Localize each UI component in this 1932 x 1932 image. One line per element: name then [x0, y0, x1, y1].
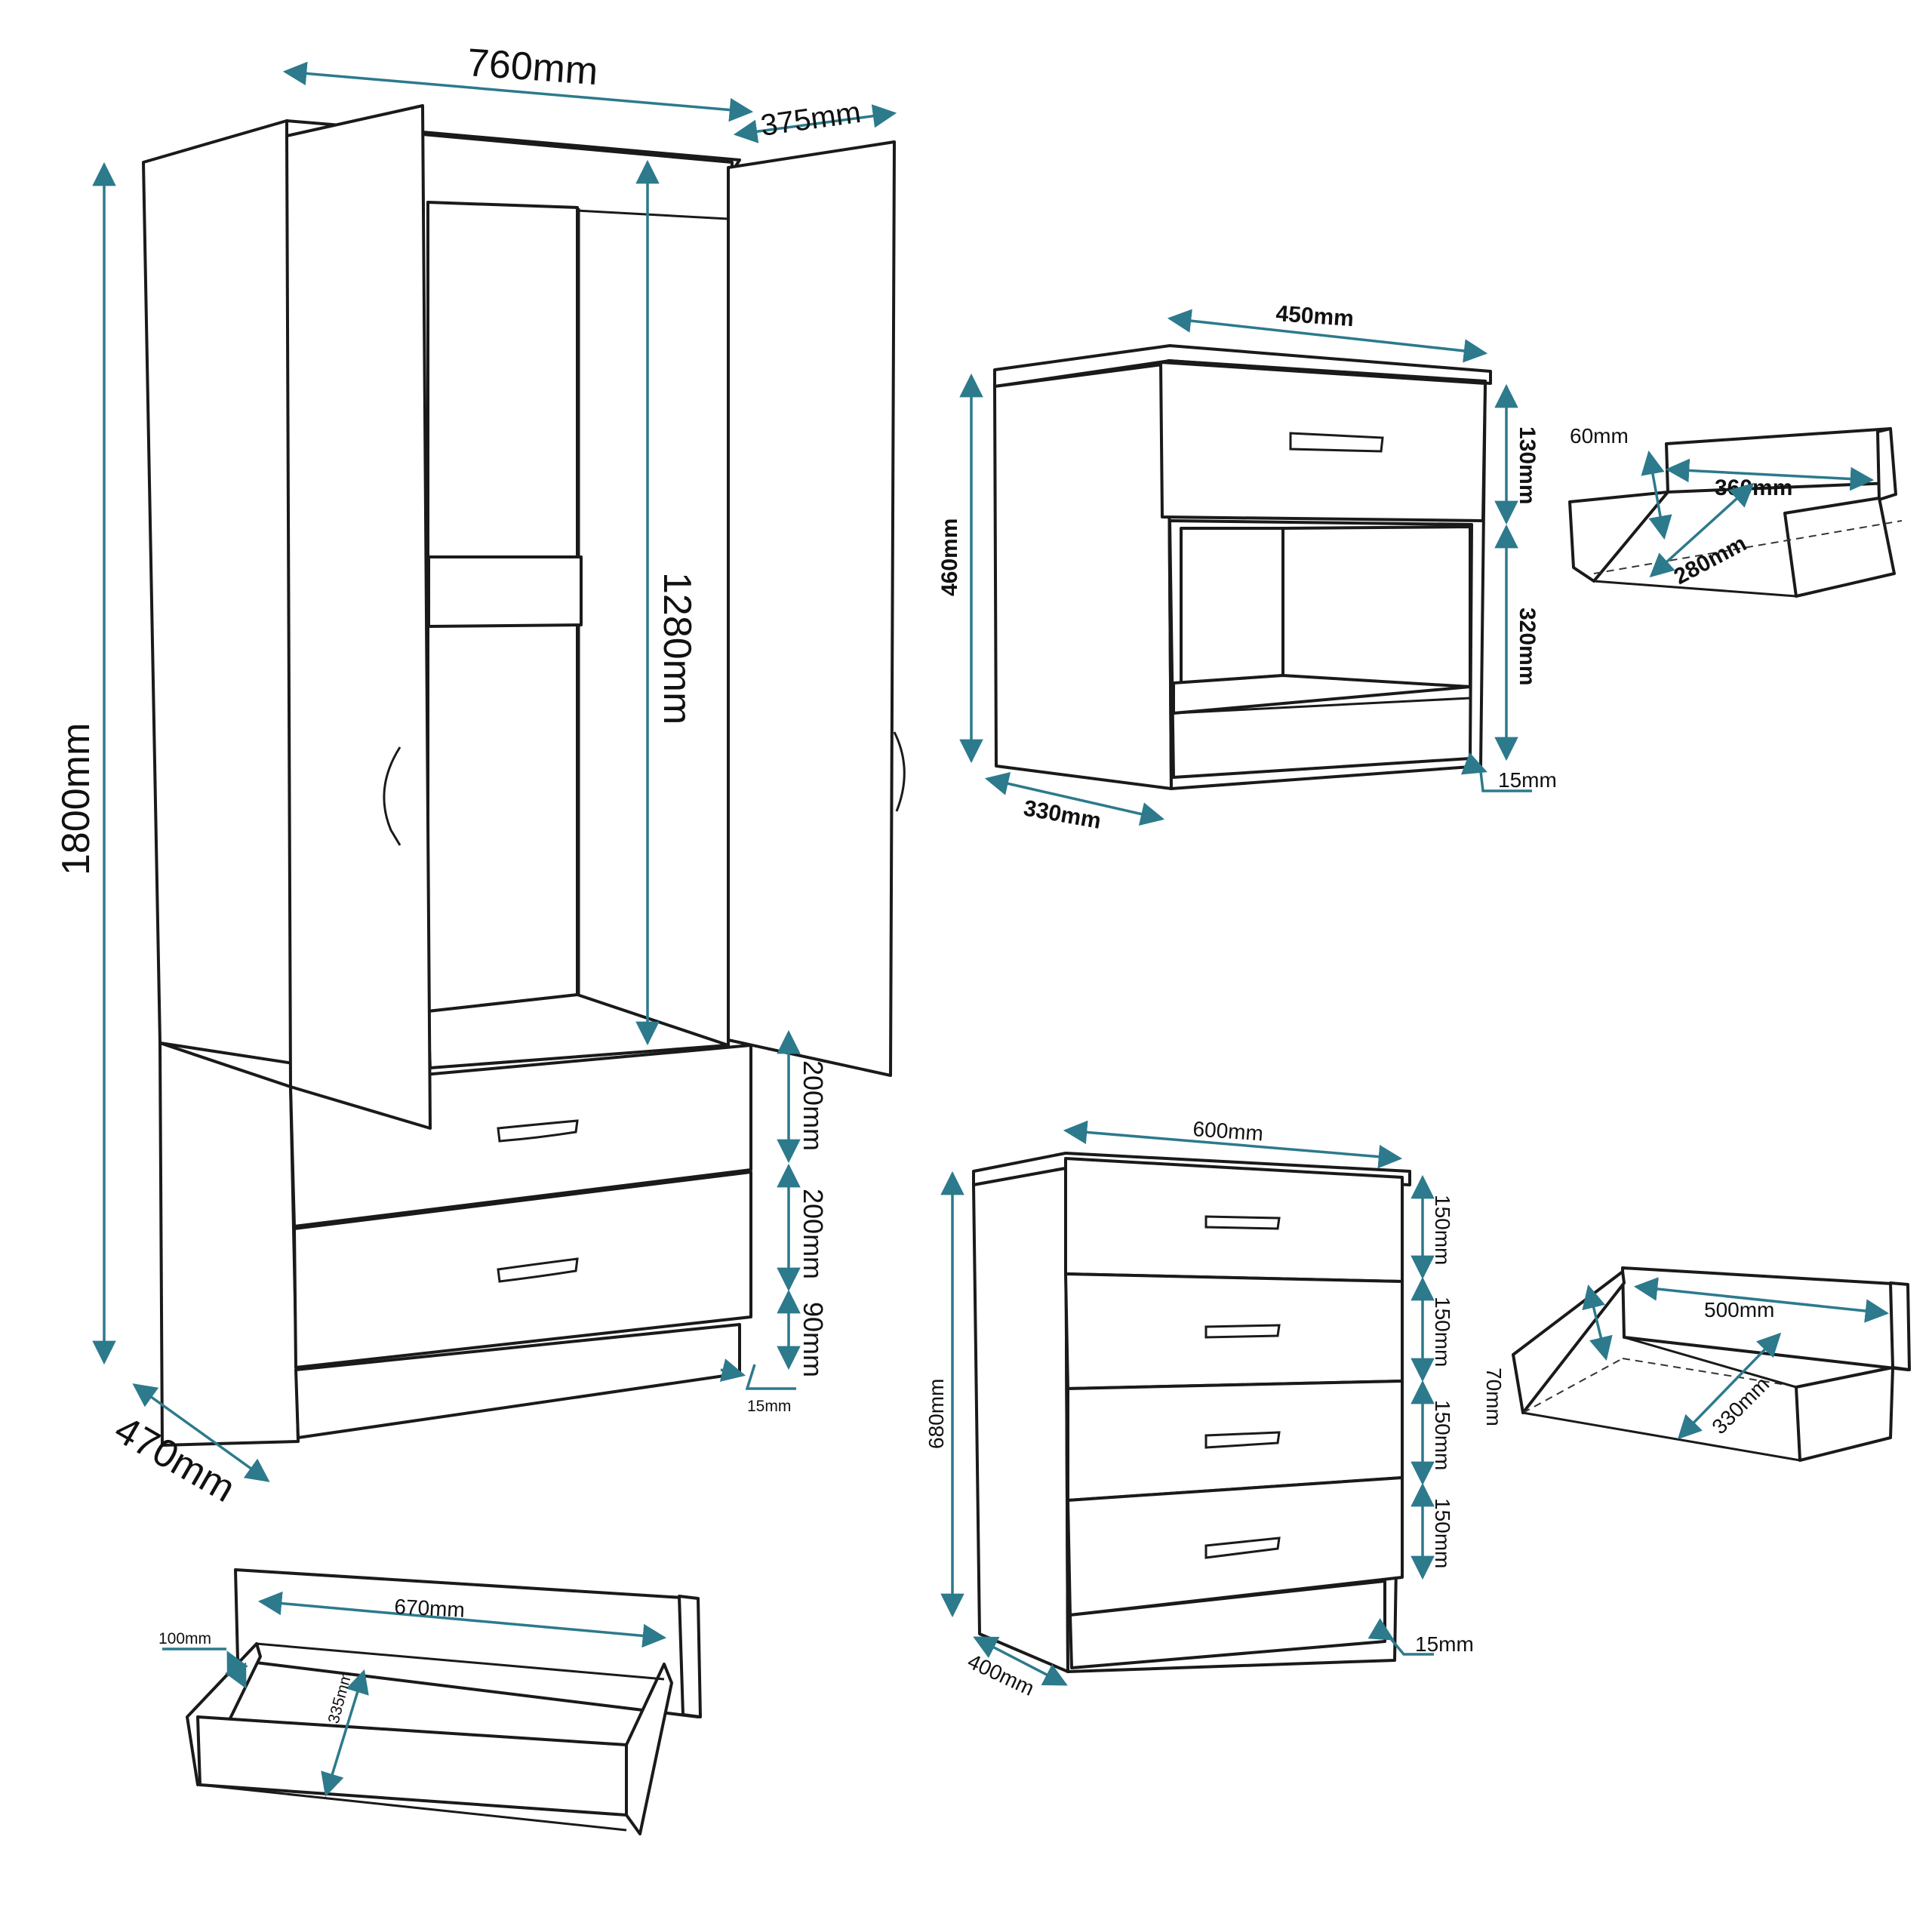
nightstand-drawer-detail [1568, 427, 1903, 598]
c-drawer1-label: 150mm [1431, 1195, 1454, 1265]
chest-drawer-detail [1512, 1266, 1911, 1462]
nd-depth-label: 280mm [1670, 531, 1751, 589]
cd-width-label: 500mm [1704, 1298, 1774, 1321]
n-height-label: 460mm [937, 518, 962, 596]
w-drawer1-label: 200mm [798, 1060, 829, 1151]
c-drawer2-label: 150mm [1431, 1297, 1454, 1367]
c-depth-label: 400mm [964, 1649, 1038, 1700]
n-drawer-label: 130mm [1515, 426, 1540, 504]
n-open-label: 320mm [1515, 608, 1540, 685]
nd-height-label: 60mm [1570, 424, 1629, 448]
w-height-label: 1800mm [54, 723, 98, 875]
chest-dimensions: 600mm 680mm 150mm 150mm 150mm 150mm 15mm… [924, 1117, 1474, 1700]
nightstand [993, 344, 1492, 790]
w-width-label: 760mm [466, 41, 599, 94]
chest-of-drawers [972, 1152, 1411, 1673]
wd-width-label: 670mm [394, 1595, 466, 1622]
w-depth-label: 375mm [758, 96, 863, 143]
wardrobe [142, 104, 906, 1447]
c-drawer4-label: 150mm [1431, 1498, 1454, 1568]
c-height-label: 680mm [924, 1379, 948, 1449]
cd-height-label: 70mm [1482, 1367, 1506, 1426]
nd-width-label: 360mm [1715, 475, 1792, 500]
w-kick-label: 15mm [747, 1398, 791, 1415]
w-plinth-label: 90mm [798, 1302, 829, 1377]
n-width-label: 450mm [1275, 301, 1355, 331]
w-inner-height-label: 1280mm [655, 572, 699, 724]
nightstand-dimensions: 450mm 460mm 130mm 320mm 15mm 330mm [937, 301, 1557, 834]
w-drawer2-label: 200mm [798, 1189, 829, 1279]
wd-height-label: 100mm [158, 1630, 211, 1647]
c-kick-label: 15mm [1415, 1632, 1474, 1656]
n-kick-label: 15mm [1498, 768, 1557, 792]
c-width-label: 600mm [1192, 1117, 1264, 1145]
cd-depth-label: 330mm [1707, 1372, 1774, 1438]
c-drawer3-label: 150mm [1431, 1400, 1454, 1470]
